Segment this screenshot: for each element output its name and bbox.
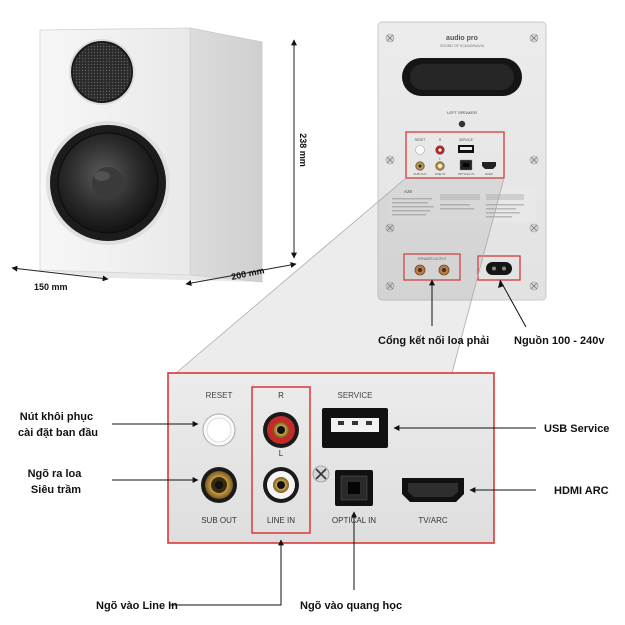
sub-out-callout: Ngõ ra loa Siêu trầm: [28, 468, 85, 496]
width-dimension-label: 150 mm: [34, 282, 68, 292]
optical-callout: Ngõ vào quang học: [300, 600, 402, 612]
hdmi-arc-callout: HDMI ARC: [554, 485, 609, 497]
connector-highlight-box: [405, 131, 505, 179]
mini-connectors: RESET R L SUB OUT LINE IN SERVICE OPTICA…: [413, 138, 496, 176]
rear-speaker: audio pro SOUND OF SCANDINAVIA LEFT SPEA…: [377, 21, 547, 301]
height-dimension-label: 238 mm: [298, 133, 308, 167]
line-in-highlight-box: [251, 386, 311, 534]
line-in-callout: Ngõ vào Line In: [96, 600, 178, 612]
screw-icon: [386, 34, 538, 290]
zoom-callout-leaders: [112, 421, 536, 606]
tweeter-grille-icon: [72, 42, 132, 102]
zoom-r-label: R: [278, 391, 284, 400]
brand-tagline: SOUND OF SCANDINAVIA: [440, 44, 485, 48]
zoom-sub-out-label: SUB OUT: [201, 516, 237, 525]
left-speaker-label: LEFT SPEAKER: [447, 110, 477, 115]
svg-text:SUB OUT: SUB OUT: [413, 172, 427, 176]
front-speaker: [39, 27, 263, 283]
power-highlight-box: [477, 255, 521, 281]
zoom-service-label: SERVICE: [338, 391, 373, 400]
brand-logo: audio pro: [446, 35, 478, 42]
right-speaker-callout: Cổng kết nối loa phải: [378, 335, 489, 347]
svg-text:LINE IN: LINE IN: [435, 172, 446, 176]
svg-text:HDMI: HDMI: [485, 172, 493, 176]
zoom-panel: RESET SUB OUT R L LINE IN SERVICE: [167, 372, 495, 544]
svg-text:RESET: RESET: [415, 138, 426, 142]
zoom-tv-arc-label: TV/ARC: [418, 516, 448, 525]
svg-text:R: R: [439, 138, 442, 142]
zoom-line-in-label: LINE IN: [267, 516, 295, 525]
svg-text:OPTICAL IN: OPTICAL IN: [458, 172, 475, 176]
zoom-l-label: L: [279, 449, 284, 458]
svg-text:SPEAKER OUTPUT: SPEAKER OUTPUT: [417, 257, 446, 261]
regulatory-text-lines: [392, 194, 524, 218]
svg-text:SERVICE: SERVICE: [459, 138, 473, 142]
power-socket-icon: [486, 262, 512, 275]
reset-callout: Nút khôi phục cài đặt ban đầu: [18, 411, 98, 439]
zoom-projection: [176, 178, 504, 373]
zoom-reset-label: RESET: [206, 391, 233, 400]
svg-text:L: L: [439, 157, 441, 161]
usb-service-callout: USB Service: [544, 423, 609, 435]
power-leader: [499, 279, 527, 328]
power-callout: Nguồn 100 - 240v: [514, 335, 605, 347]
model-label: A26: [404, 189, 413, 194]
dimension-lines: [11, 39, 297, 286]
